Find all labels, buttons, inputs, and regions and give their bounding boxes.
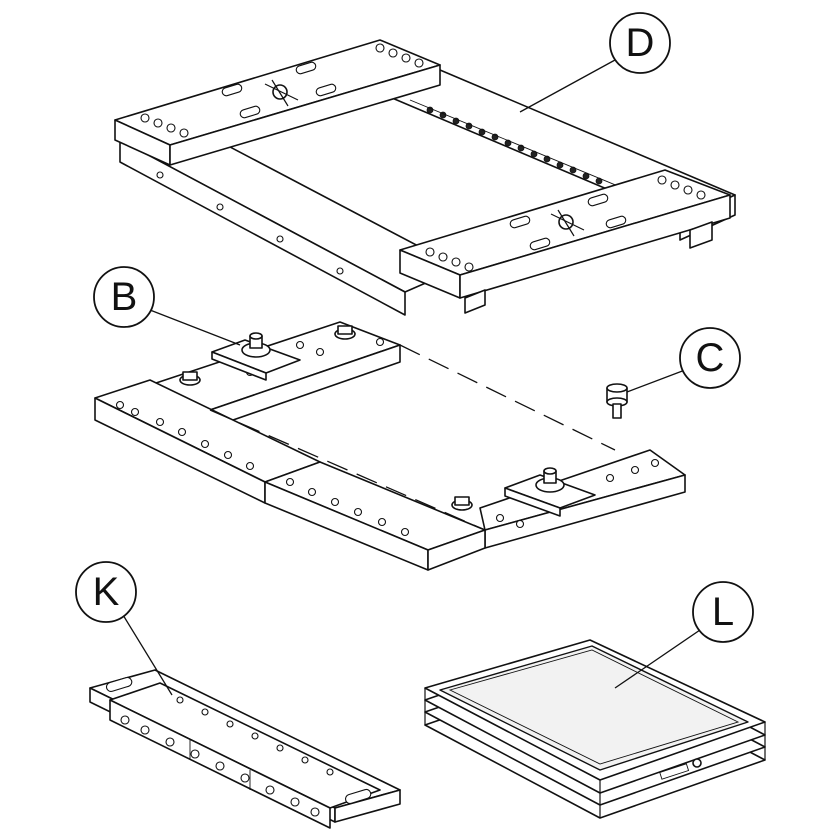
strip-block-top [109, 682, 381, 809]
clamping-module [504, 467, 596, 517]
assembly-path-line [209, 409, 486, 531]
leader-k [119, 609, 173, 696]
assembly-path-line [399, 344, 616, 451]
part-d-frame [114, 39, 736, 316]
callout-c: C [679, 327, 741, 389]
frame-right-crossbar-side [459, 194, 731, 299]
callout-d-label: D [626, 21, 655, 65]
strip-holes [120, 696, 334, 817]
leader-l [614, 629, 701, 689]
strip-end [334, 789, 401, 823]
locating-pin [179, 325, 473, 511]
leader-c [626, 369, 686, 393]
callout-k-label: K [93, 570, 120, 614]
clamping-module [211, 332, 301, 381]
frame-foot [689, 221, 713, 249]
plate-corner [427, 529, 486, 571]
callout-b: B [93, 266, 155, 328]
callout-b-label: B [111, 275, 138, 319]
callout-c-label: C [696, 336, 725, 380]
part-k-strip [89, 669, 401, 829]
callout-l-label: L [712, 590, 734, 634]
tray-top-surface [439, 645, 749, 771]
frame-left-crossbar-side [169, 64, 441, 166]
leader-b [149, 309, 241, 346]
tray-logo-icon [659, 758, 702, 780]
part-b-fixture-plates [94, 321, 686, 571]
leader-lines [119, 59, 701, 696]
frame-foot [464, 289, 486, 314]
leader-d [519, 59, 616, 113]
part-c-pin [606, 383, 628, 419]
callout-l: L [692, 581, 754, 643]
callout-d: D [609, 12, 671, 74]
frame-front-rail-face [119, 139, 406, 316]
frame-left-crossbar-holes [140, 43, 424, 138]
frame-right-clamp [550, 209, 585, 237]
callout-k: K [75, 561, 137, 623]
part-l-tray-stack [424, 639, 766, 819]
frame-left-clamp [264, 79, 299, 107]
frame-right-crossbar-holes [425, 175, 706, 272]
